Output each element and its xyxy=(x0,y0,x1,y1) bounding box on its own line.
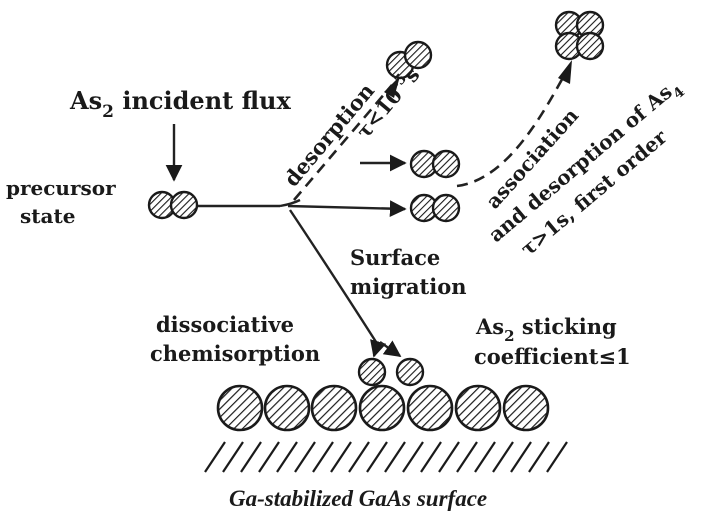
substrate-hatching xyxy=(205,442,567,472)
sticking-coefficient-label-line2: coefficient≤1 xyxy=(474,344,631,369)
dissociation-arrow-right xyxy=(380,342,400,356)
to-surface-dimer-arrow xyxy=(288,206,405,209)
precursor-molecule xyxy=(149,192,197,218)
dissociative-label-line1: dissociative xyxy=(156,312,294,337)
precursor-state-label-line2: state xyxy=(20,204,75,228)
ga-surface-atom-row xyxy=(218,386,548,430)
lower-surface-dimer xyxy=(411,195,459,221)
dissociative-label-line2: chemisorption xyxy=(150,341,320,366)
precursor-state-label-line1: precursor xyxy=(6,176,116,200)
diagram-caption: Ga-stabilized GaAs surface xyxy=(229,486,487,511)
surface-migration-label-line1: Surface xyxy=(350,245,440,270)
upper-surface-dimer xyxy=(411,151,459,177)
sticking-coefficient-label-line1: As2 sticking xyxy=(475,314,617,345)
adsorbed-as-atoms xyxy=(359,359,423,385)
incident-flux-label: As2 incident flux xyxy=(69,86,291,122)
surface-migration-label-line2: migration xyxy=(350,274,467,299)
as4-cluster xyxy=(556,12,603,59)
